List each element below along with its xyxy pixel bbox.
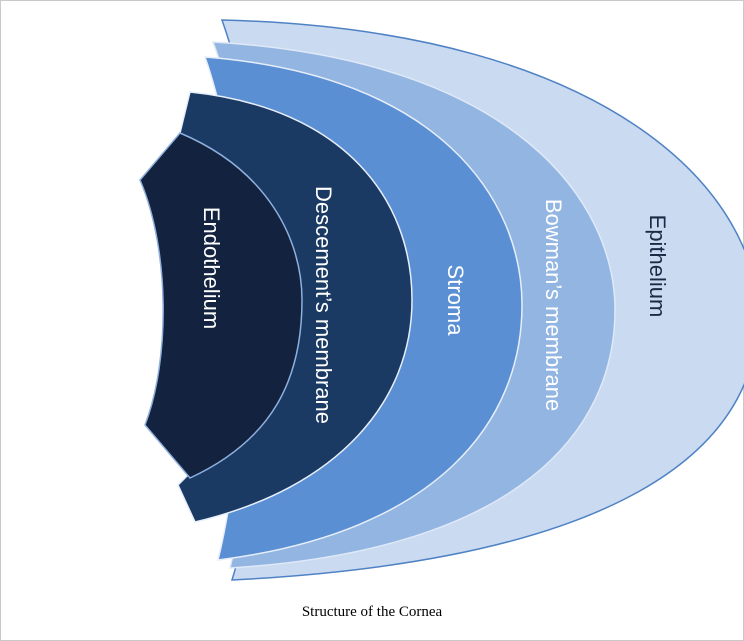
layer-endothelium xyxy=(139,132,303,479)
label-endothelium: Endothelium xyxy=(199,207,224,329)
label-epithelium: Epithelium xyxy=(645,215,670,318)
label-descemet: Descement’s membrane xyxy=(311,186,336,424)
label-bowman: Bowman’s membrane xyxy=(541,199,566,411)
label-stroma: Stroma xyxy=(443,265,468,337)
diagram-caption: Structure of the Cornea xyxy=(301,604,443,620)
